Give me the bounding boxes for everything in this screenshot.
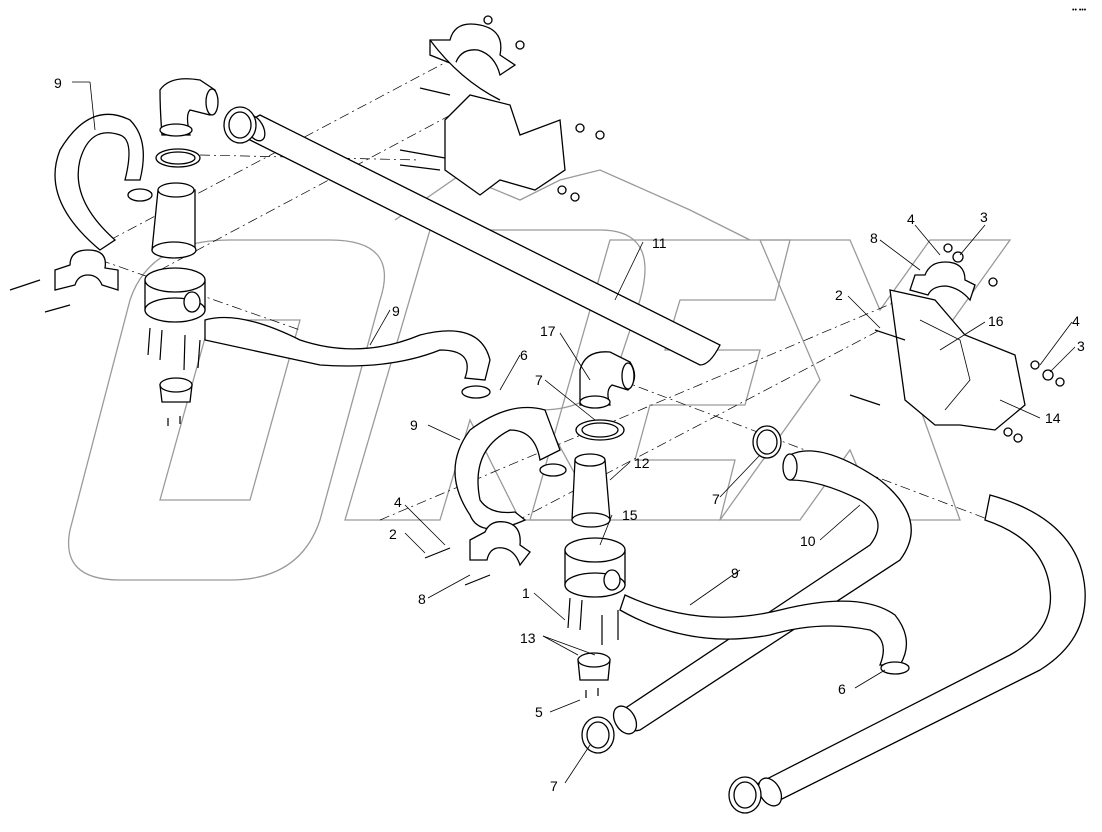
pipe-10 [612,450,912,735]
elbow-17 [579,351,636,409]
callout-2-center: 2 [389,526,397,542]
callout-14: 14 [1045,410,1061,426]
small-clamp-left [127,188,153,202]
bracket-left [9,249,119,313]
bracket-right-8 [909,243,998,302]
callout-10: 10 [800,533,816,549]
callout-17: 17 [540,323,556,339]
clamp-7-bottom [581,716,615,754]
bracket-8-center [424,521,531,586]
bracket-right-16-14 [849,289,1065,443]
fitting-12 [571,453,611,528]
clamp-6-center [539,463,567,477]
fitting-left [151,182,197,259]
callout-8-right: 8 [870,230,878,246]
callouts: 9 9 9 9 11 17 6 6 7 7 7 12 15 4 4 3 3 8 … [54,7,1087,794]
callout-6-bottom: 6 [838,681,846,697]
valve-body-15 [564,537,626,598]
pins-center [567,597,619,698]
callout-3-top: 3 [980,209,988,225]
clamp-7-center [575,419,625,441]
callout-9-middle: 9 [392,303,400,319]
cap-13 [577,652,611,681]
callout-9-top-left: 9 [54,75,62,91]
cap-left [159,377,193,403]
hose-9-center [454,406,561,530]
leader-lines [72,81,1076,784]
callout-1: 1 [522,585,530,601]
callout-3-right: 3 [1077,338,1085,354]
clamp-left-mid [155,148,201,168]
callout-7-right: 7 [712,491,720,507]
elbow-left [159,78,219,137]
callout-4-far-right: 4 [1072,313,1080,329]
clamp-bottom-right [728,776,762,814]
hose-9-middle [204,316,491,381]
callout-5: 5 [535,704,543,720]
bracket-top-lower [399,39,605,202]
callout-8-center: 8 [418,591,426,607]
callout-9-center: 9 [410,417,418,433]
valve-body-left [144,267,206,323]
callout-11: 11 [652,235,667,251]
hose-9-top-left [54,113,144,251]
callout-7-center: 7 [535,372,543,388]
callout-16: 16 [988,313,1004,329]
callout-4-right: 4 [907,211,915,227]
callout-15: 15 [622,507,638,523]
callout-12: 12 [634,455,650,471]
clamp-7-right [752,425,782,459]
bracket-top-upper [429,15,525,77]
callout-13: 13 [520,630,536,646]
callout-6-left: 6 [520,347,528,363]
clamp-6-right [880,661,910,675]
callout-2-right: 2 [835,287,843,303]
clamp-left-top [223,106,257,144]
callout-9-lower-right: 9 [731,565,739,581]
corner-marks: •• ••• [1072,7,1087,14]
pins-left [147,327,201,426]
clamp-6-left [461,385,491,399]
callout-7-bottom: 7 [550,778,558,794]
callout-4-center: 4 [394,494,402,510]
hose-9-lower-right [619,594,907,666]
